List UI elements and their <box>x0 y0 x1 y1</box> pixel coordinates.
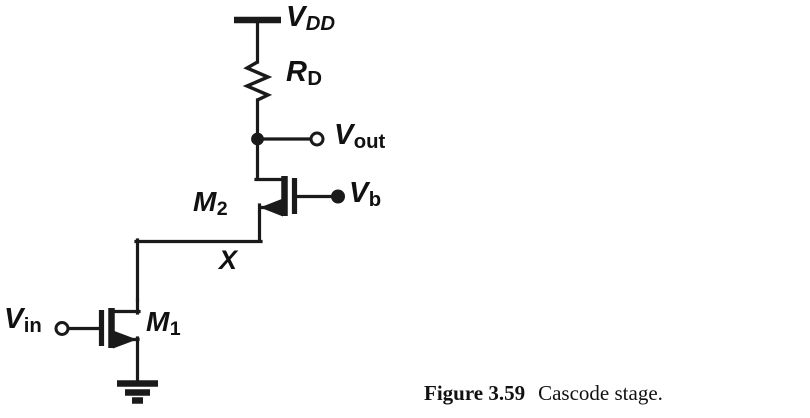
label-m2: M2 <box>193 186 228 221</box>
filled-terminal-vb <box>331 189 345 204</box>
wire-m1-drain <box>110 298 141 315</box>
label-rd: RD <box>286 56 322 91</box>
label-vb: Vb <box>349 177 382 212</box>
supply-rail-vdd <box>234 16 281 64</box>
open-terminal-vout <box>309 131 325 147</box>
caption-text: Cascode stage. <box>538 381 663 405</box>
label-node-x: X <box>219 245 238 275</box>
label-vin: Vin <box>4 303 42 338</box>
source-arrow-m2 <box>260 198 283 217</box>
ground-symbol <box>117 380 158 404</box>
transistor-m1 <box>67 308 140 384</box>
resistor-rd <box>242 60 273 141</box>
node-x-wire <box>134 238 263 302</box>
label-m1: M1 <box>146 306 181 341</box>
output-node-vout <box>251 131 325 147</box>
source-arrow-m1 <box>113 330 137 349</box>
label-vdd: VDD <box>286 1 336 36</box>
caption-label: Figure 3.59 <box>424 381 526 405</box>
bias-terminal-vb <box>331 189 345 204</box>
transistor-m2 <box>257 176 335 243</box>
figure-caption: Figure 3.59 Cascode stage. <box>424 381 663 406</box>
wire-vout-to-m2-drain <box>254 137 286 182</box>
label-vout: Vout <box>334 119 386 154</box>
input-terminal-vin <box>54 321 70 336</box>
open-terminal-vin <box>54 321 70 336</box>
